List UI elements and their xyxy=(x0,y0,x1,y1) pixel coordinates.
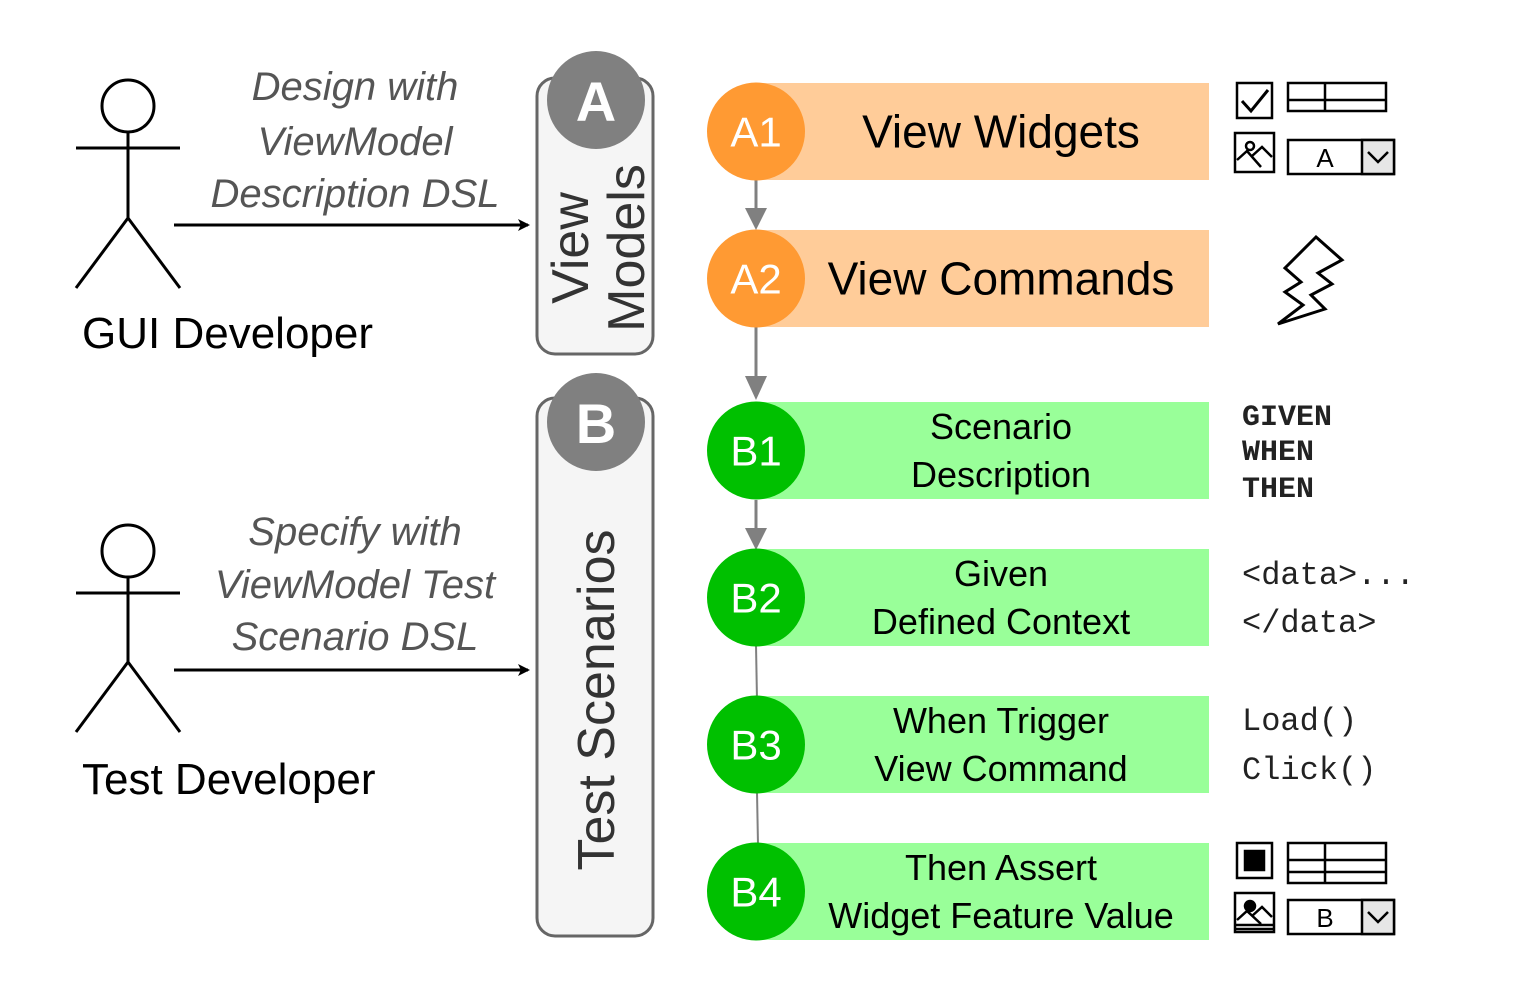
group-panel-test-scenarios: B Test Scenarios xyxy=(535,373,655,938)
checkbox-checked-icon xyxy=(1235,81,1274,120)
stick-figure-icon xyxy=(74,523,182,733)
step-label-line: Scenario xyxy=(930,406,1072,447)
a1-widget-icons: A xyxy=(1233,81,1396,176)
step-bar xyxy=(756,230,1209,327)
image-icon xyxy=(1233,891,1276,934)
actor-test-developer: Test Developer xyxy=(74,523,375,804)
step-label-line: Widget Feature Value xyxy=(828,895,1174,936)
arrow-label-line: Specify with xyxy=(248,510,461,554)
step-badge-label: B1 xyxy=(730,428,781,475)
step-badge-circle xyxy=(707,82,805,181)
step-label-line: Then Assert xyxy=(905,847,1097,888)
arrow-label-line: ViewModel Test xyxy=(215,563,497,607)
b1-keywords: GIVEN WHEN THEN xyxy=(1242,401,1332,507)
keyword-given: GIVEN xyxy=(1242,401,1332,435)
code-line: </data> xyxy=(1242,605,1376,642)
arrow-label-line: ViewModel xyxy=(258,120,454,164)
step-badge-circle xyxy=(707,229,805,328)
arrow-design-dsl: Design with ViewModel Description DSL xyxy=(174,65,530,231)
group-title-line: Models xyxy=(598,164,656,332)
step-bar xyxy=(756,549,1209,646)
image-icon xyxy=(1233,131,1276,174)
step-label-line: View Widgets xyxy=(862,106,1140,158)
b3-code: Load() Click() xyxy=(1242,703,1376,789)
group-badge-label: A xyxy=(576,70,616,133)
actor-label: Test Developer xyxy=(82,755,375,804)
connector-b3-b4 xyxy=(756,791,759,846)
actor-label: GUI Developer xyxy=(82,309,373,358)
step-bar xyxy=(756,402,1209,499)
group-badge-label: B xyxy=(576,392,616,455)
arrow-label-line: Design with xyxy=(252,65,459,109)
dropdown-value: B xyxy=(1316,903,1333,933)
b4-widget-icons: B xyxy=(1233,841,1396,936)
table-icon xyxy=(1286,841,1388,885)
group-badge-circle xyxy=(547,51,645,149)
step-a1: A1 View Widgets xyxy=(707,82,1209,181)
step-label-line: Defined Context xyxy=(872,601,1130,642)
keyword-then: THEN xyxy=(1242,473,1314,507)
connector-b2-b3 xyxy=(755,644,758,701)
step-badge-label: B3 xyxy=(730,722,781,769)
code-line: Click() xyxy=(1242,752,1376,789)
step-badge-label: A1 xyxy=(730,109,781,156)
checkbox-filled-icon xyxy=(1235,841,1274,880)
step-bar xyxy=(756,696,1209,793)
step-badge-label: B2 xyxy=(730,575,781,622)
group-panel-view-models: A View Models xyxy=(535,51,656,356)
lightning-icon xyxy=(1277,234,1345,326)
code-line: <data>... xyxy=(1242,557,1415,594)
dropdown-value: A xyxy=(1316,143,1334,173)
arrow-label-line: Scenario DSL xyxy=(232,615,479,659)
arrow-specify-dsl: Specify with ViewModel Test Scenario DSL xyxy=(174,510,530,676)
group-title-line: Test Scenarios xyxy=(568,529,626,870)
b2-code: <data>... </data> xyxy=(1242,557,1415,642)
step-label-line: Given xyxy=(954,553,1048,594)
step-label-line: When Trigger xyxy=(893,700,1109,741)
connector-arrowhead xyxy=(745,528,767,550)
step-badge-label: A2 xyxy=(730,256,781,303)
step-badge-circle xyxy=(707,695,805,794)
code-line: Load() xyxy=(1242,703,1357,740)
step-badge-circle xyxy=(707,842,805,941)
step-bar xyxy=(756,83,1209,180)
dropdown-icon xyxy=(1286,898,1396,936)
step-label-line: View Command xyxy=(874,748,1127,789)
dropdown-icon xyxy=(1286,138,1396,176)
group-badge-circle xyxy=(547,373,645,471)
table-icon xyxy=(1286,81,1388,113)
actor-gui-developer: GUI Developer xyxy=(74,78,373,358)
step-label-line: View Commands xyxy=(828,253,1175,305)
step-connectors xyxy=(745,180,767,846)
arrow-label-line: Description DSL xyxy=(210,172,499,216)
group-title-line: View xyxy=(542,192,600,304)
stick-figure-icon xyxy=(74,78,182,289)
step-label-line: Description xyxy=(911,454,1091,495)
step-badge-circle xyxy=(707,401,805,500)
step-badge-label: B4 xyxy=(730,869,781,916)
connector-arrowhead xyxy=(745,376,767,400)
step-a2: A2 View Commands xyxy=(707,229,1209,328)
step-bar xyxy=(756,843,1209,940)
connector-arrowhead xyxy=(745,208,767,230)
step-badge-circle xyxy=(707,548,805,647)
keyword-when: WHEN xyxy=(1242,436,1314,470)
